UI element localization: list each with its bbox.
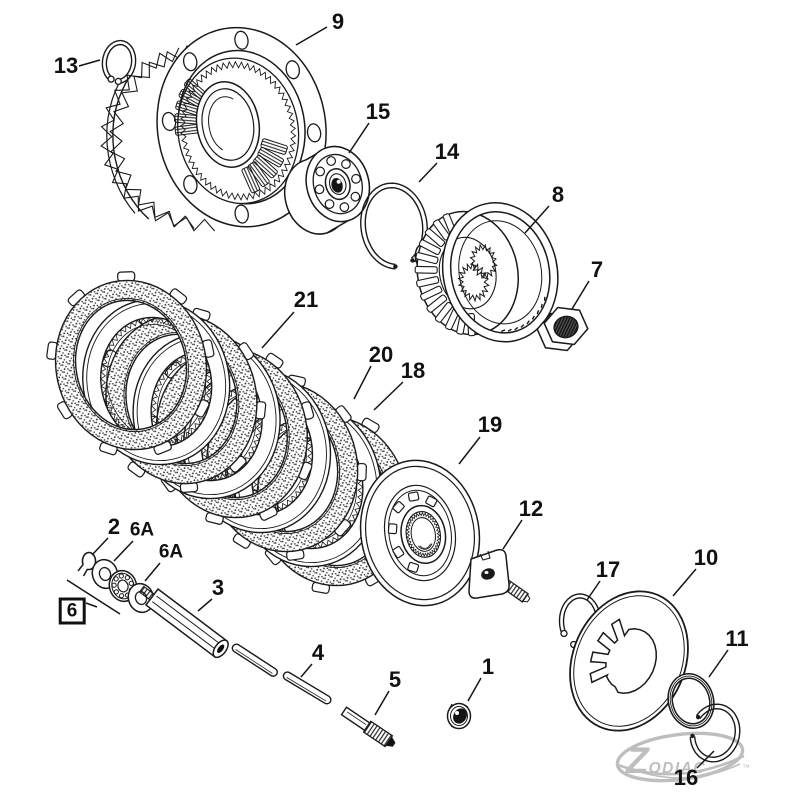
leader-12	[502, 519, 523, 550]
release-plate	[468, 548, 531, 603]
watermark-swoosh-2	[639, 763, 741, 779]
part-label-13: 13	[53, 53, 79, 78]
leader-6a-upper	[113, 540, 134, 562]
leader-10	[672, 568, 697, 597]
part-label-2: 2	[107, 514, 121, 539]
leader-3	[197, 598, 213, 612]
small-nut	[446, 702, 472, 730]
leader-13	[78, 59, 101, 67]
part-label-4: 4	[311, 640, 325, 665]
adjuster-screw	[340, 706, 396, 748]
part-label-6-boxed: 6	[58, 597, 86, 625]
leader-4	[300, 663, 313, 678]
part-label-11: 11	[725, 626, 749, 651]
watermark-text: ZODIAC	[625, 740, 706, 781]
clutch-hub	[414, 202, 559, 343]
leader-16	[696, 750, 715, 769]
leader-2	[91, 537, 109, 556]
part-label-5: 5	[388, 667, 402, 692]
clutch-shell	[100, 26, 327, 232]
part-label-15: 15	[365, 99, 391, 124]
leader-18	[373, 381, 404, 411]
leader-1	[467, 677, 482, 702]
pressure-plate	[359, 459, 481, 607]
leader-14	[418, 162, 438, 183]
part-label-18: 18	[400, 358, 426, 383]
watermark-tm: ™	[742, 763, 750, 772]
leader-19	[458, 436, 481, 465]
snap-ring-16	[689, 703, 741, 763]
leader-17	[586, 580, 601, 601]
leader-8	[524, 205, 550, 234]
diaphragm-spring	[569, 590, 689, 732]
leader-15	[348, 122, 370, 154]
bracket-6-line	[66, 579, 121, 615]
part-label-21: 21	[293, 287, 319, 312]
leader-20	[353, 365, 372, 400]
leader-5	[374, 690, 390, 716]
parts-artwork	[46, 26, 741, 763]
leader-9	[295, 26, 328, 46]
part-label-1: 1	[481, 654, 495, 679]
hub-nut	[536, 306, 589, 352]
retaining-ring-13	[101, 39, 137, 86]
part-label-17: 17	[595, 557, 621, 582]
part-label-9: 9	[331, 9, 345, 34]
part-label-10: 10	[693, 545, 719, 570]
part-label-8: 8	[551, 182, 565, 207]
clutch-plate	[46, 271, 215, 456]
pushrods	[231, 643, 332, 705]
watermark-ellipse	[615, 731, 745, 783]
coil-ring-11	[667, 673, 715, 729]
watermark-swoosh	[617, 754, 745, 776]
part-label-7: 7	[590, 257, 604, 282]
bearing-15	[283, 145, 371, 235]
zodiac-watermark: ZODIAC ™	[615, 731, 750, 783]
part-label-6a-upper: 6A	[129, 519, 155, 541]
bracket-6-stub	[85, 602, 98, 608]
part-label-6a-lower: 6A	[158, 541, 184, 563]
leader-7	[571, 280, 590, 310]
part-label-14: 14	[434, 139, 460, 164]
leader-11	[708, 649, 729, 678]
part-label-20: 20	[368, 342, 394, 367]
leader-21	[261, 311, 295, 349]
part-label-19: 19	[477, 412, 503, 437]
spring-ring-14	[360, 182, 428, 270]
leader-lines	[66, 26, 729, 769]
part-label-16: 16	[673, 765, 699, 790]
part-label-3: 3	[211, 575, 225, 600]
leader-6a-lower	[144, 562, 161, 582]
part-label-12: 12	[518, 496, 544, 521]
